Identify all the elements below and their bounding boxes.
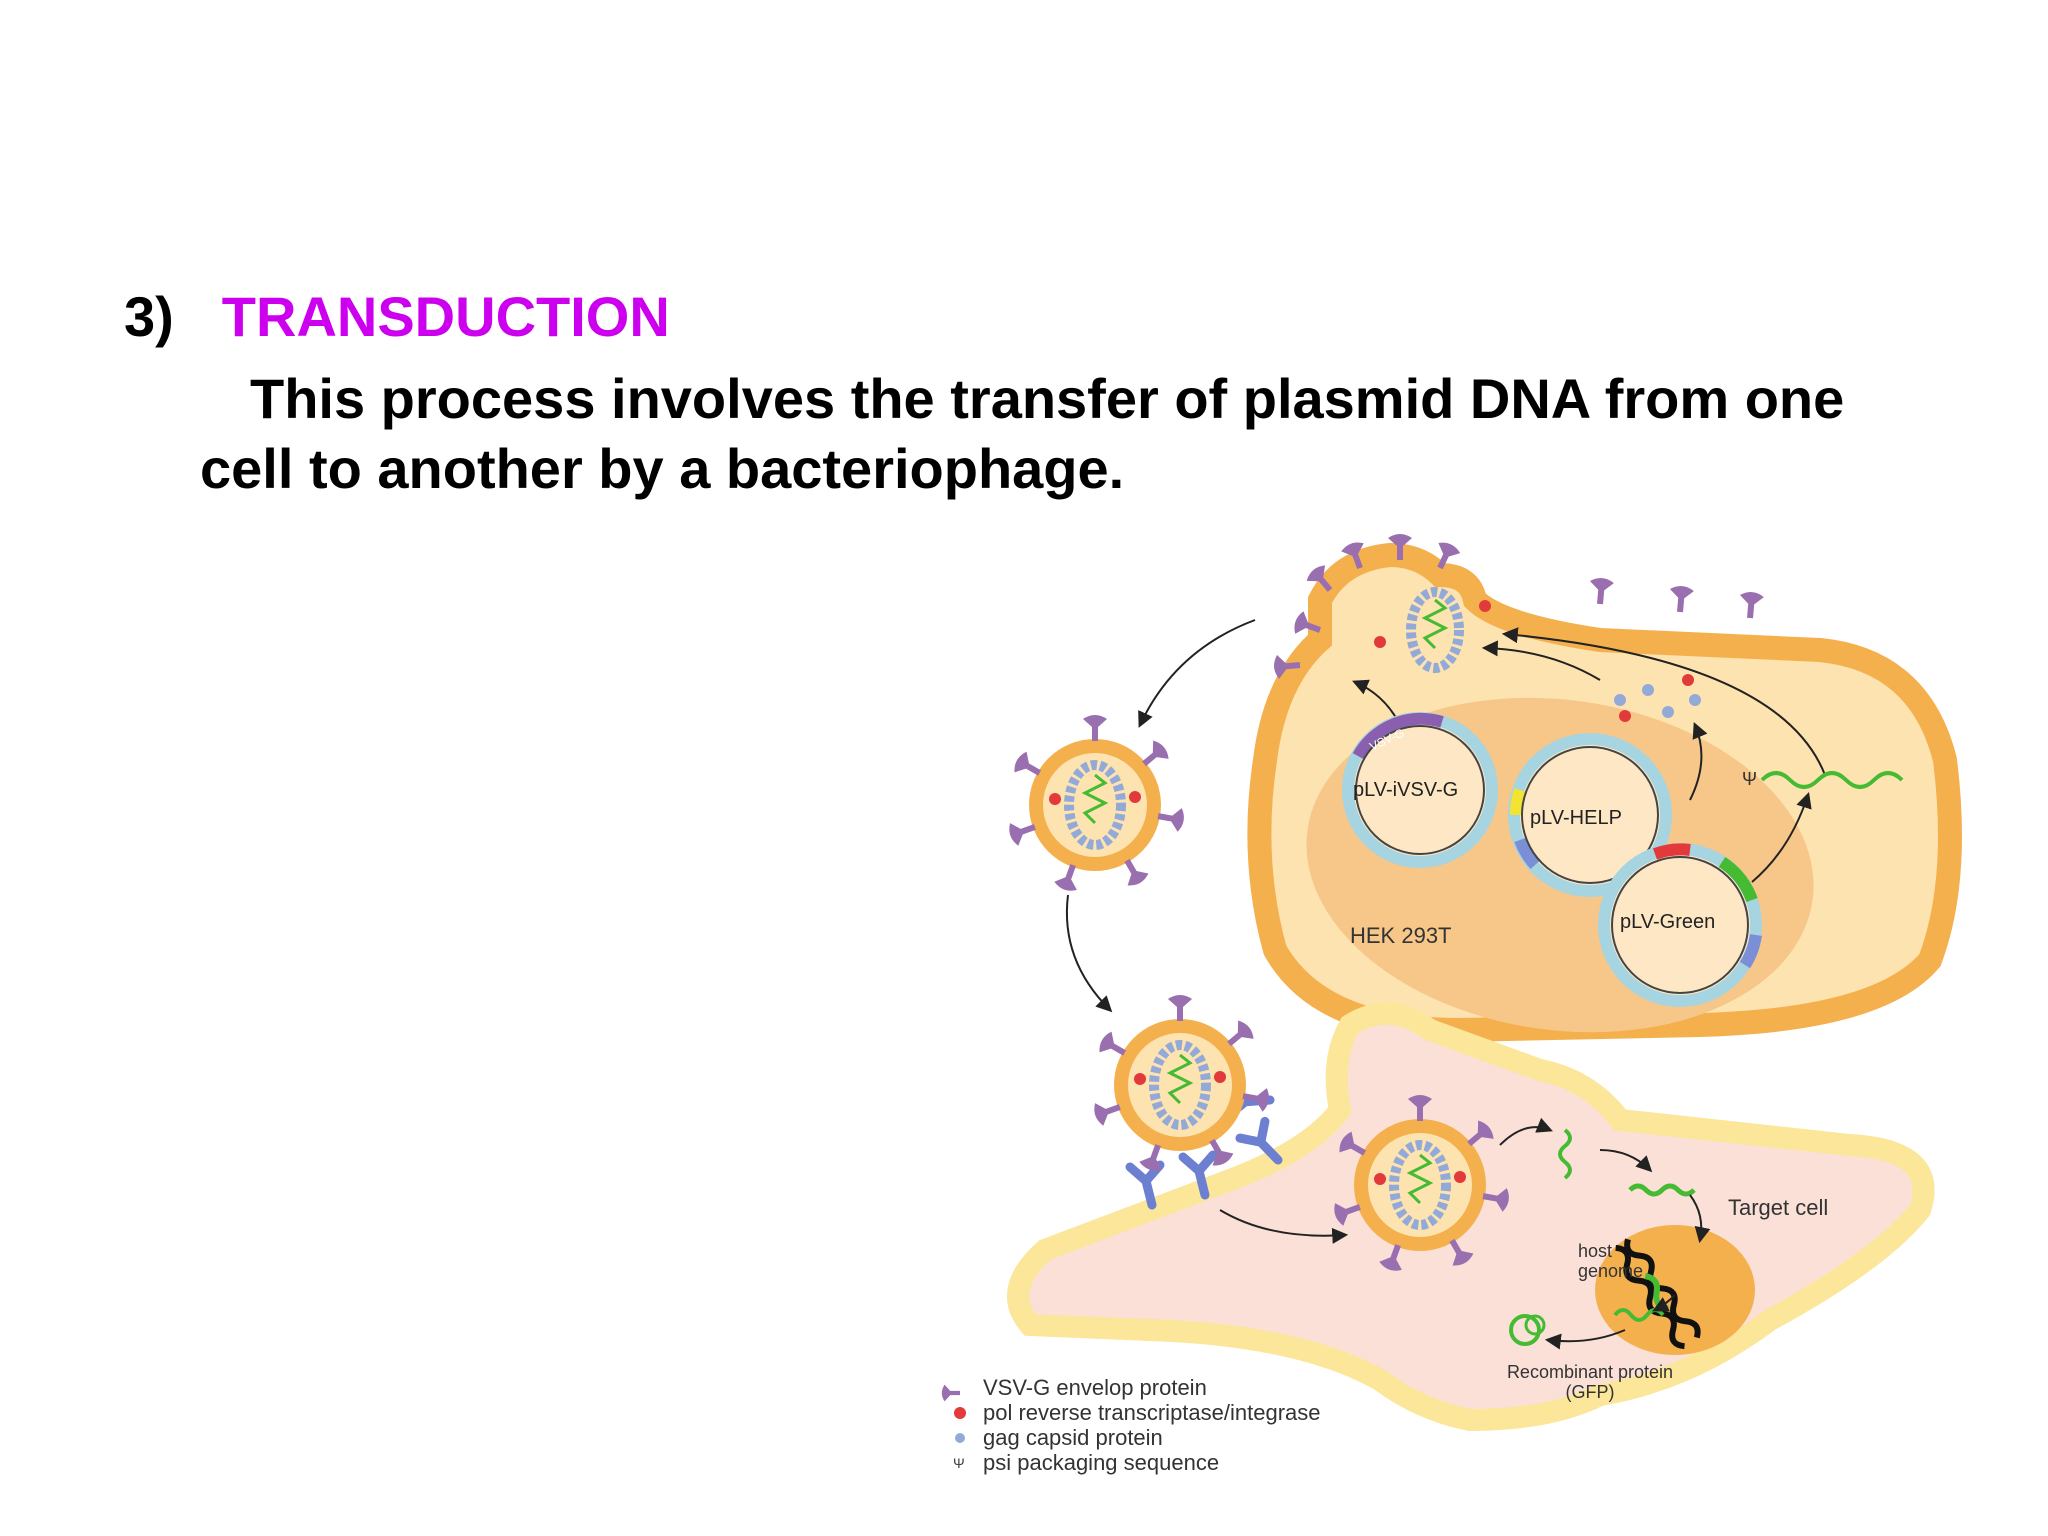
legend-psi-icon: Ψ: [953, 1455, 965, 1471]
legend-gag-icon: [955, 1433, 965, 1443]
legend-vsvg-icon: [941, 1384, 960, 1402]
psi-symbol: Ψ: [1742, 769, 1757, 789]
legend-item-2: pol reverse transcriptase/integrase: [983, 1400, 1321, 1425]
legend-item-1: VSV-G envelop protein: [983, 1375, 1207, 1400]
recombinant-label-1: Recombinant protein: [1507, 1362, 1673, 1382]
target-cell-label: Target cell: [1728, 1195, 1828, 1220]
host-genome-label-1: host: [1578, 1241, 1612, 1261]
plasmid-3-label: pLV-Green: [1620, 911, 1715, 933]
slide-body: This process involves the transfer of pl…: [200, 364, 1900, 504]
recombinant-label-2: (GFP): [1566, 1382, 1615, 1402]
host-genome-label-2: genome: [1578, 1261, 1643, 1281]
legend-item-3: gag capsid protein: [983, 1425, 1163, 1450]
heading-number: 3): [124, 285, 174, 348]
slide-heading: 3) TRANSDUCTION: [124, 284, 670, 349]
body-line-2: cell to another by a bacteriophage.: [200, 437, 1125, 500]
heading-title: TRANSDUCTION: [221, 285, 670, 348]
plasmid-pLV-iVSV-G: [1342, 712, 1498, 868]
producer-cell-label: HEK 293T: [1350, 923, 1452, 948]
released-virion: [1006, 715, 1185, 894]
legend-item-4: psi packaging sequence: [983, 1450, 1219, 1475]
binding-virion: [1091, 995, 1270, 1174]
plasmid-pLV-Green: [1598, 843, 1762, 1007]
plasmid-pLV-HELP: [1508, 733, 1672, 897]
release-arrow: [1138, 619, 1256, 728]
plasmid-2-label: pLV-HELP: [1530, 807, 1622, 829]
plasmid-1-label: pLV-iVSV-G: [1353, 779, 1458, 801]
legend: Ψ VSV-G envelop protein pol reverse tran…: [941, 1375, 1321, 1475]
travel-arrow: [1065, 894, 1113, 1013]
legend-pol-icon: [954, 1407, 966, 1419]
body-line-1: This process involves the transfer of pl…: [250, 367, 1845, 430]
producer-cell: VSV-G pLV-iVSV-G pLV-HELP pLV-Green HEK …: [1247, 534, 1962, 1043]
